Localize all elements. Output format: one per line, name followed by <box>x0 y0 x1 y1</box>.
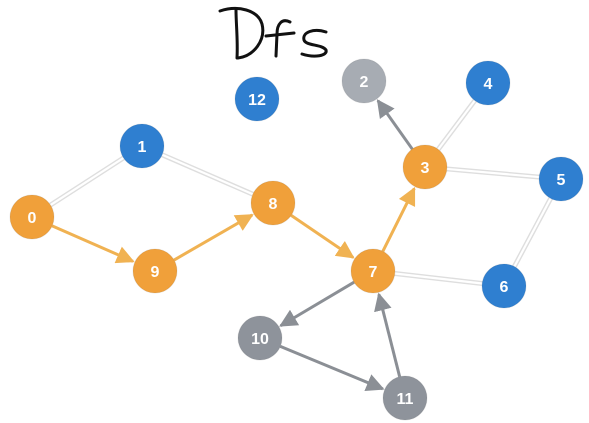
edge-6-7-rail-b <box>394 274 483 286</box>
arrow-edge-3-to-2 <box>376 99 414 150</box>
node-label-4: 4 <box>484 76 493 93</box>
node-circle-6 <box>481 263 527 309</box>
graph-node-6: 6 <box>481 263 527 309</box>
graph-node-3: 3 <box>402 144 448 190</box>
edge-6-7-rail-a <box>394 271 483 283</box>
edges-layer <box>49 99 553 391</box>
node-label-3: 3 <box>421 160 430 177</box>
node-circle-3 <box>402 144 448 190</box>
graph-node-9: 9 <box>132 248 178 294</box>
graph-node-12: 12 <box>234 76 280 122</box>
arrow-edge-7-to-10 <box>279 280 355 328</box>
edge-0-1-rail-a <box>51 158 125 208</box>
edge-3-4-rail-a <box>439 101 477 151</box>
graph-node-11: 11 <box>382 375 428 421</box>
graph-node-5: 5 <box>538 156 584 202</box>
arrow-edge-0-to-9 <box>51 224 135 264</box>
arrow-edge-9-to-8 <box>173 213 254 262</box>
node-label-10: 10 <box>251 331 269 348</box>
graph-node-1: 1 <box>119 123 165 169</box>
node-circle-9 <box>132 248 178 294</box>
node-circle-2 <box>341 58 387 104</box>
edge-5-6-rail-a <box>512 197 550 267</box>
edge-3-5-rail-b <box>447 166 540 176</box>
node-label-5: 5 <box>557 172 566 189</box>
node-label-12: 12 <box>248 92 266 109</box>
arrow-edge-11-to-7 <box>374 292 402 378</box>
edge-3-4-rail-b <box>436 99 474 149</box>
handwritten-title <box>218 7 328 60</box>
node-circle-12 <box>234 76 280 122</box>
node-label-2: 2 <box>360 74 369 91</box>
arrow-edge-8-to-7 <box>290 214 355 259</box>
node-circle-4 <box>465 60 511 106</box>
edge-1-8-rail-a <box>161 155 253 197</box>
node-circle-10 <box>237 315 283 361</box>
edge-5-6-rail-b <box>515 198 553 268</box>
node-circle-11 <box>382 375 428 421</box>
node-label-0: 0 <box>28 210 37 227</box>
node-circle-1 <box>119 123 165 169</box>
graph-node-4: 4 <box>465 60 511 106</box>
node-label-7: 7 <box>369 264 378 281</box>
edge-1-8-rail-b <box>162 152 254 194</box>
node-label-6: 6 <box>500 279 509 296</box>
node-circle-8 <box>250 180 296 226</box>
node-circle-0 <box>9 194 55 240</box>
graph-node-8: 8 <box>250 180 296 226</box>
graph-node-2: 2 <box>341 58 387 104</box>
arrow-edge-7-to-3 <box>381 186 416 252</box>
graph-node-7: 7 <box>350 248 396 294</box>
edge-0-1-rail-b <box>49 155 123 205</box>
node-circle-7 <box>350 248 396 294</box>
node-label-11: 11 <box>397 391 414 408</box>
node-circle-5 <box>538 156 584 202</box>
arrow-edge-10-to-11 <box>279 345 385 391</box>
edge-3-5-rail-a <box>446 170 539 180</box>
node-label-8: 8 <box>269 196 278 213</box>
graph-node-0: 0 <box>9 194 55 240</box>
node-label-9: 9 <box>151 264 160 281</box>
graph-node-10: 10 <box>237 315 283 361</box>
node-label-1: 1 <box>138 139 147 156</box>
